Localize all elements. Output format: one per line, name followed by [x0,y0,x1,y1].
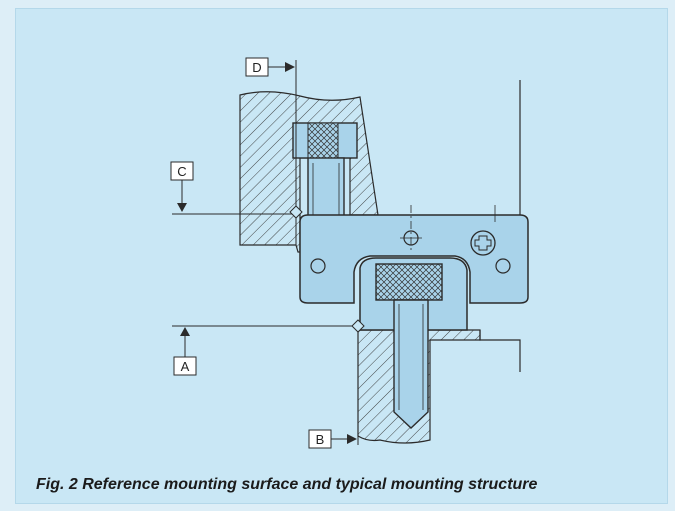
datum-c-label: C [177,164,186,179]
datum-a-label: A [181,359,190,374]
lower-bolt-head [375,263,443,301]
lower-bolt-shank [393,299,429,429]
datum-b-label: B [316,432,325,447]
datum-d: D [245,57,295,77]
datum-a: A [173,327,197,376]
center-mark-icon [400,205,422,250]
grease-nipple-icon [470,230,496,256]
reference-diamond-lower [351,319,365,333]
datum-c: C [170,161,194,212]
reference-diamond-upper [289,205,303,219]
figure-caption: Fig. 2 Reference mounting surface and ty… [36,476,538,493]
datum-d-label: D [252,60,261,75]
datum-b: B [308,429,357,449]
